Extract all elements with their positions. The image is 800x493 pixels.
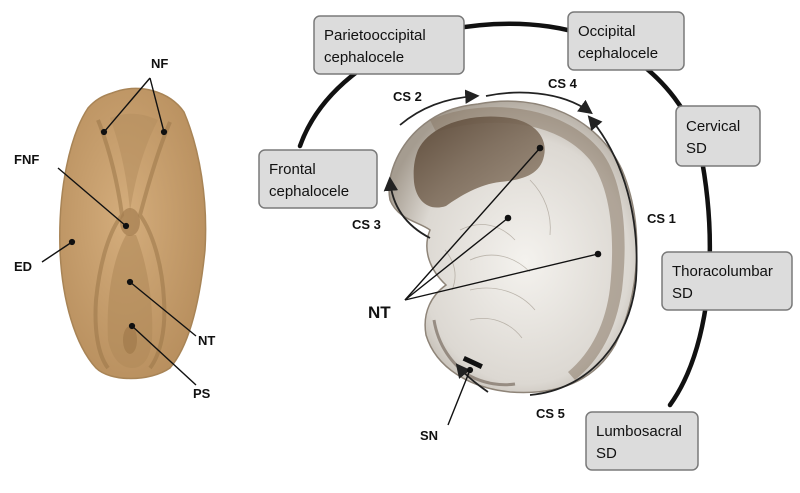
label-nt-embryo: NT [368,303,391,322]
label-nt-plate: NT [198,333,215,348]
label-sn: SN [420,428,438,443]
neural-fold-right [137,121,172,370]
arrow-cs2 [399,89,480,126]
label-ed: ED [14,259,32,274]
label-cs2: CS 2 [393,89,422,104]
label-cs4: CS 4 [548,76,578,91]
box-thoracolumbar-line1: Thoracolumbar [672,263,773,280]
box-cervical: Cervical SD [675,105,761,167]
box-occipital-line2: cephalocele [578,45,658,62]
label-ps: PS [193,386,211,401]
box-frontal-line2: cephalocele [269,183,349,200]
label-fnf: FNF [14,152,39,167]
box-cervical-line2: SD [686,140,707,157]
sn-marker [462,355,483,369]
box-lumbosacral-line1: Lumbosacral [596,423,682,440]
embryo-texture [444,179,551,339]
neural-plate-illustration [59,87,207,380]
box-lumbosacral: Lumbosacral SD [585,411,699,471]
box-cervical-line1: Cervical [686,118,740,135]
box-parietooccipital-line1: Parietooccipital [324,27,426,44]
box-occipital: Occipital cephalocele [567,11,685,71]
box-thoracolumbar-line2: SD [672,285,693,302]
neural-fold-left [93,119,125,370]
closure-arrows [383,89,638,396]
box-frontal-line1: Frontal [269,161,316,178]
fused-neural-folds [120,208,140,236]
label-nf: NF [151,56,168,71]
box-occipital-line1: Occipital [578,23,636,40]
arrow-cs5 [455,363,489,393]
box-parietooccipital: Parietooccipital cephalocele [313,15,465,75]
box-frontal: Frontal cephalocele [258,149,378,209]
label-cs3: CS 3 [352,217,381,232]
label-cs1: CS 1 [647,211,676,226]
box-thoracolumbar: Thoracolumbar SD [661,251,793,311]
embryo-nt-pointers [404,144,602,426]
primitive-streak [123,326,137,354]
arrow-cs1 [529,115,638,396]
plate-pointers [41,77,197,386]
label-cs5: CS 5 [536,406,565,421]
arrow-cs4 [485,91,593,115]
box-parietooccipital-line2: cephalocele [324,49,404,66]
neural-groove-upper [110,113,158,212]
embryo-brain-fold [413,116,545,208]
arrow-cs3 [383,176,431,239]
embryo-illustration [388,100,638,394]
box-lumbosacral-line2: SD [596,445,617,462]
